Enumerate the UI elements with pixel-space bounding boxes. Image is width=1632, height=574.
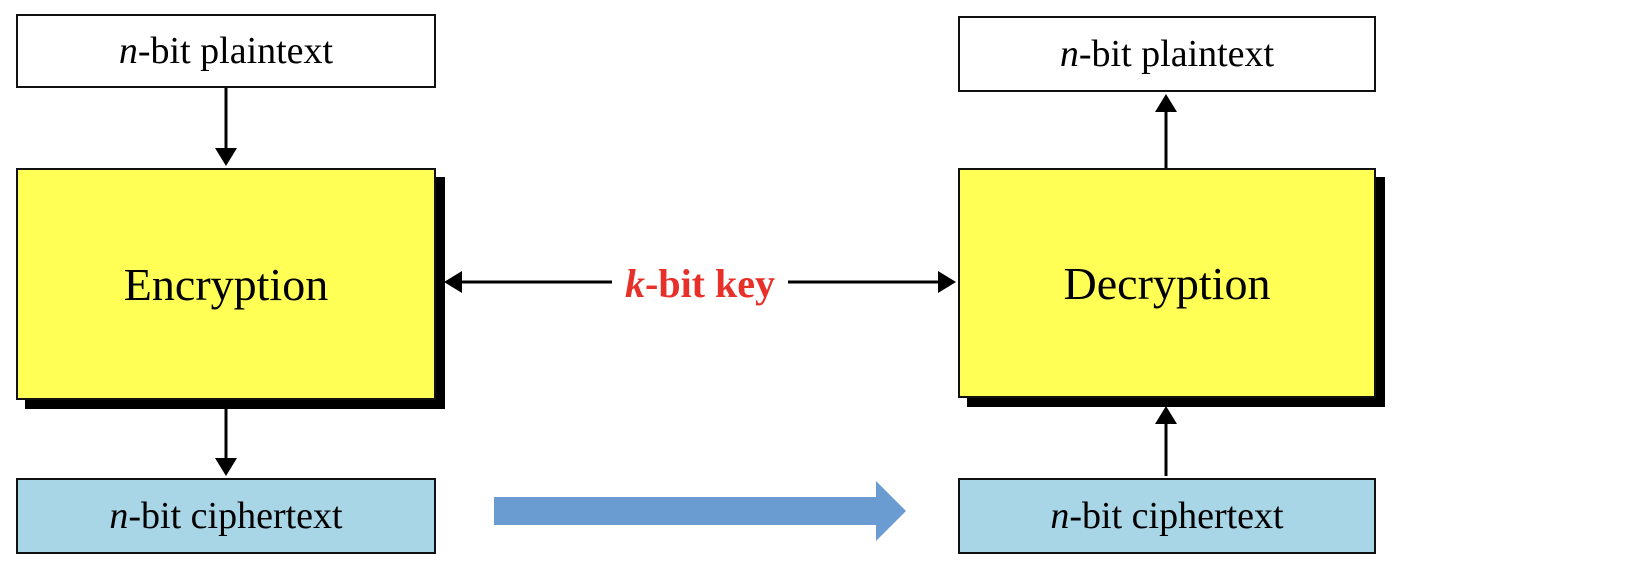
- arrow-encryption-to-ciphertext: [215, 402, 237, 476]
- receiver-ciphertext-label: -bit ciphertext: [1069, 495, 1284, 537]
- decryption-label: Decryption: [1063, 257, 1271, 309]
- receiver-ciphertext-box: n-bit ciphertext: [958, 478, 1376, 554]
- arrow-key-to-decryption: [788, 271, 956, 293]
- transfer-arrow: [494, 481, 906, 541]
- receiver-ciphertext-var: n: [1050, 495, 1070, 537]
- sender-plaintext-label: -bit plaintext: [137, 30, 334, 72]
- key-var: k: [625, 260, 645, 306]
- arrow-decryption-to-plaintext: [1155, 94, 1177, 168]
- receiver-plaintext-box: n-bit plaintext: [958, 16, 1376, 92]
- key-label-text: -bit key: [645, 260, 775, 306]
- encryption-box: Encryption: [16, 168, 436, 400]
- receiver-plaintext-var: n: [1059, 33, 1079, 75]
- key-label: k-bit key: [616, 256, 784, 310]
- arrow-key-to-encryption: [444, 271, 612, 293]
- sender-plaintext-box: n-bit plaintext: [16, 14, 436, 88]
- arrow-ciphertext-to-decryption: [1155, 406, 1177, 476]
- sender-ciphertext-box: n-bit ciphertext: [16, 478, 436, 554]
- decryption-box: Decryption: [958, 168, 1376, 398]
- arrow-plaintext-to-encryption: [215, 88, 237, 166]
- sender-ciphertext-var: n: [109, 495, 129, 537]
- encryption-label: Encryption: [123, 258, 329, 310]
- sender-plaintext-var: n: [118, 30, 138, 72]
- sender-ciphertext-label: -bit ciphertext: [128, 495, 343, 537]
- receiver-plaintext-label: -bit plaintext: [1078, 33, 1275, 75]
